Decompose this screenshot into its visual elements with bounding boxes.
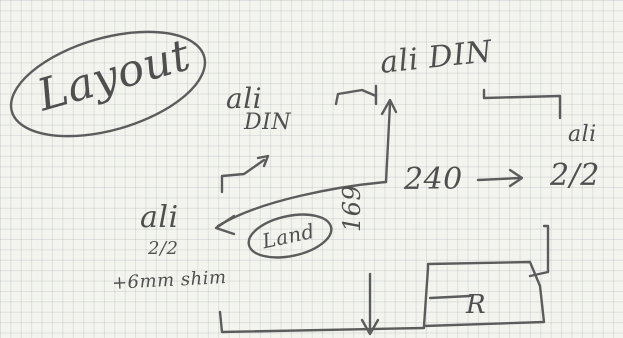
left-bracket-arrow [256,154,270,168]
label-ali-left: ali [140,200,179,235]
base-line [218,310,426,334]
vertical-arrowhead-up [380,98,398,116]
left-bracket [220,158,266,194]
label-dimension-vertical: 169 [338,184,366,232]
label-ali-upper-left: ali [226,82,263,115]
dimension-arrow-line [476,176,522,182]
label-2-2-right: 2/2 [550,158,600,193]
label-ali-right: ali [568,122,597,147]
top-center-bracket [334,88,378,106]
land-ellipse [247,213,333,259]
dimension-arrowhead [508,168,524,188]
label-dimension-horizontal: 240 [404,162,463,197]
r-box-inner-line [428,294,472,300]
label-din-upper-left: DIN [244,110,292,135]
curve-arrowhead [214,214,236,236]
vertical-arrowhead-down [360,318,380,336]
right-lower-bracket [528,224,550,278]
curve-arrow-line [216,180,388,228]
label-box-r: R [466,290,487,320]
r-box [422,260,546,328]
top-right-bracket [482,88,562,120]
vertical-arrow-line [384,102,392,184]
title-ellipse [9,30,207,138]
label-2-2-left: 2/2 [148,238,179,259]
